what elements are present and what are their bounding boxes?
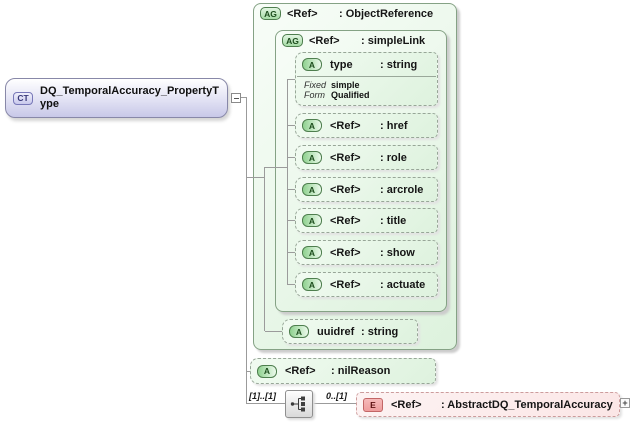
attribute-icon: A [302, 119, 322, 132]
attribute-row: A <Ref> : arcrole [296, 178, 437, 201]
attribute-group-icon: AG [282, 34, 303, 47]
connector-line [240, 97, 247, 98]
element-icon: E [363, 397, 383, 412]
connector-line [288, 125, 295, 126]
attribute-row: A <Ref> : actuate [296, 273, 437, 296]
group-type-label: : simpleLink [361, 34, 426, 47]
group-ref-label: <Ref> [287, 7, 318, 20]
element-type-label: : AbstractDQ_TemporalAccuracy [441, 398, 613, 411]
facet-label: Fixed [304, 80, 327, 90]
attribute-type: : href [380, 119, 408, 132]
complex-type-icon: CT [13, 91, 33, 105]
attribute-node-role[interactable]: A <Ref> : role [295, 145, 438, 170]
connector-line [288, 189, 295, 190]
attribute-node-show[interactable]: A <Ref> : show [295, 240, 438, 265]
collapse-toggle-icon[interactable] [231, 93, 241, 103]
attribute-row: A <Ref> : role [296, 146, 437, 169]
connector-line [246, 97, 247, 404]
attribute-icon: A [289, 325, 309, 338]
attribute-icon: A [302, 183, 322, 196]
attribute-icon: A [302, 246, 322, 259]
attribute-icon: A [302, 58, 322, 71]
attribute-node-actuate[interactable]: A <Ref> : actuate [295, 272, 438, 297]
attribute-row: A type : string [296, 53, 437, 76]
attribute-type: : string [361, 325, 399, 338]
connector-line [265, 167, 288, 168]
attribute-name: type [330, 58, 353, 71]
attribute-node-type[interactable]: A type : string Fixed simple Form Qualif… [295, 52, 438, 106]
attribute-node-arcrole[interactable]: A <Ref> : arcrole [295, 177, 438, 202]
attribute-row: A uuidref : string [283, 320, 417, 343]
group-ref-label: <Ref> [309, 34, 340, 47]
cardinality-label-right: 0..[1] [326, 391, 348, 401]
attribute-row: A <Ref> : show [296, 241, 437, 264]
attribute-group-icon: AG [260, 7, 281, 20]
facet-value: Qualified [331, 90, 370, 100]
connector-line [288, 220, 295, 221]
connector-line [288, 252, 295, 253]
connector-line [313, 403, 356, 404]
attribute-name: <Ref> [285, 365, 316, 377]
attribute-row: A <Ref> : href [296, 114, 437, 137]
attribute-type: : nilReason [331, 365, 391, 377]
attribute-row: A <Ref> : title [296, 209, 437, 232]
attribute-name: <Ref> [330, 246, 361, 259]
attribute-type: : string [380, 58, 418, 71]
attribute-type: : title [380, 214, 407, 227]
attribute-name: uuidref [317, 325, 355, 338]
complex-type-name: DQ_TemporalAccuracy_PropertyType [40, 85, 219, 110]
attribute-type: : role [380, 151, 407, 164]
attribute-icon: A [302, 151, 322, 164]
facet-label: Form [304, 90, 325, 100]
sequence-icon [290, 396, 305, 412]
attribute-icon: A [302, 278, 322, 291]
element-node-abstractdq-temporalaccuracy[interactable]: E <Ref> : AbstractDQ_TemporalAccuracy [356, 392, 620, 417]
attribute-name: <Ref> [330, 183, 361, 196]
simple-link-header: AG <Ref> : simpleLink [282, 34, 425, 47]
facet-value: simple [331, 80, 360, 90]
connector-line [288, 157, 295, 158]
connector-line [264, 167, 265, 331]
attribute-type: : arcrole [380, 183, 424, 196]
connector-line [265, 331, 282, 332]
expand-button[interactable]: + [620, 398, 630, 408]
attribute-node-uuidref[interactable]: A uuidref : string [282, 319, 418, 344]
attribute-name: <Ref> [330, 119, 361, 132]
attribute-node-href[interactable]: A <Ref> : href [295, 113, 438, 138]
divider [297, 76, 436, 77]
attribute-name: <Ref> [330, 214, 361, 227]
attribute-icon: A [257, 364, 277, 378]
connector-line [247, 177, 264, 178]
facet-notes: Fixed simple Form Qualified [296, 77, 437, 100]
connector-line [288, 79, 295, 80]
attribute-row: A <Ref> : nilReason [251, 359, 435, 383]
attribute-icon: A [302, 214, 322, 227]
connector-line [287, 79, 288, 285]
group-type-label: : ObjectReference [339, 7, 434, 20]
attribute-node-title[interactable]: A <Ref> : title [295, 208, 438, 233]
minus-glyph [233, 97, 239, 99]
cardinality-label-left: [1]..[1] [249, 391, 276, 401]
sequence-compositor[interactable] [285, 390, 313, 418]
attribute-type: : show [380, 246, 415, 259]
attribute-node-nilreason[interactable]: A <Ref> : nilReason [250, 358, 436, 384]
element-ref-label: <Ref> [391, 398, 422, 411]
object-reference-header: AG <Ref> : ObjectReference [260, 7, 433, 20]
connector-line [288, 284, 295, 285]
attribute-name: <Ref> [330, 278, 361, 291]
complex-type-node[interactable]: CT DQ_TemporalAccuracy_PropertyType [5, 78, 228, 118]
attribute-type: : actuate [380, 278, 426, 291]
connector-line [247, 371, 251, 372]
connector-line [247, 403, 285, 404]
attribute-name: <Ref> [330, 151, 361, 164]
